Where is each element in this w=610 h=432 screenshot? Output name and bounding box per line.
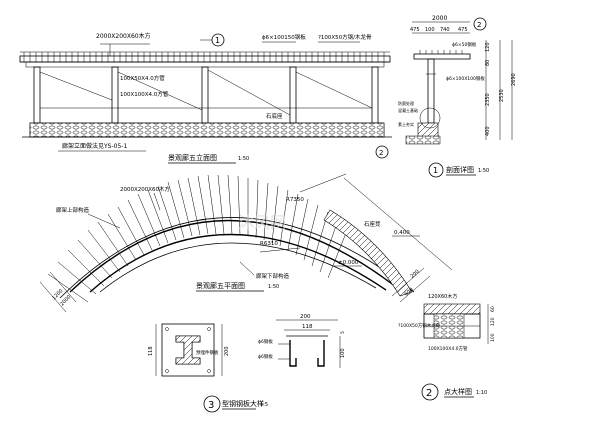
elevation-title: 景观廊五立面图 (168, 153, 217, 162)
plan-stone-label: 石座凳 (364, 220, 381, 228)
section-title: 剖面详图 (446, 165, 474, 174)
section-dim-v2: 80 (485, 60, 491, 66)
section-scale: 1:50 (478, 168, 489, 174)
section-dim-v3: 2350 (485, 93, 491, 106)
detailc-label-2: ϕ6钢板 (258, 353, 273, 360)
rafter-label-1: 100X50X4.0方管 (120, 74, 165, 82)
detail3-label: 预埋件钢板 (196, 349, 219, 356)
section-dim-part-3: 740 (440, 27, 450, 33)
detail3-dim-w: 118 (148, 346, 154, 356)
section-label-base-2: 混凝土基础 (398, 107, 418, 113)
section-top-callout: 2 (477, 21, 481, 29)
detailc-label-1: ϕ6钢板 (258, 338, 273, 345)
plan-elev-1: 0.400 (394, 230, 410, 236)
plan-dim-3: 600 (403, 287, 414, 298)
rafter-ticks (23, 52, 385, 62)
detail2-label-2: 100X100X4.0方管 (428, 345, 468, 352)
section-dim-part-1: 475 (410, 27, 420, 33)
base-note: 廊架立面做法见YS-05-1 (62, 142, 127, 150)
section-label-base-1: 防腐处理 (398, 100, 414, 106)
plan-rafters (47, 174, 349, 303)
detail3-title: 型钢钢板大样 (222, 399, 264, 408)
elevation-scale: 1:50 (238, 156, 249, 162)
detail-2: 120X60木方 60 120 100 ?100X50方钢木龙骨 100X100… (398, 293, 496, 401)
plan-scale: 1:50 (268, 284, 279, 290)
watermark: 沐风网 (238, 213, 286, 232)
plan-radius-inner: R6310 (260, 241, 278, 247)
section-label-base-3: 素土夯实 (398, 121, 414, 127)
plan-label-bottom: 廊架下部构造 (256, 272, 290, 280)
detail2-dim-v1: 60 (490, 306, 496, 312)
section-view: 2000 475 100 740 475 2 120 80 2350 2530 … (375, 15, 517, 178)
section-dim-part-4: 475 (458, 27, 468, 33)
detail2-label-1: ?100X50方钢木龙骨 (398, 322, 441, 329)
section-label-pipe: ϕ6×50钢板 (452, 41, 477, 48)
section-dim-v1: 120 (485, 42, 491, 52)
detail2-num: 2 (426, 388, 432, 399)
detailc-dim-small: 5 (340, 331, 346, 334)
section-dim-total: 2000 (432, 15, 447, 22)
plan-title: 景观廊五平面图 (196, 281, 245, 290)
mid-label: ϕ6×100150钢板 (262, 33, 306, 41)
detailc-dim-top: 200 (300, 314, 311, 320)
section-label-plate: ϕ6×100X100钢板 (446, 75, 485, 82)
section-bottom-callout: 2 (379, 149, 383, 157)
stone-label: 石底座 (266, 112, 283, 120)
plan-elev-2: ±0.000 (338, 260, 359, 266)
detail3-scale: 1:5 (260, 402, 268, 408)
detail2-title: 点大样图 (444, 387, 472, 396)
columns (33, 66, 379, 124)
top-beam-label: 2000X200X60木方 (96, 32, 151, 40)
top-beam (19, 55, 391, 63)
detail3-num: 3 (208, 400, 214, 411)
plan-label-beam: 2000X200X60木方 (120, 185, 171, 193)
section-dim-v4: 2530 (499, 89, 505, 102)
section-callout-num: 1 (433, 166, 438, 175)
detailc-dim-side: 100 (340, 348, 346, 358)
section-dim-v5: 2690 (511, 73, 517, 86)
detail3-dim-h: 200 (224, 346, 230, 356)
detail2-scale: 1:10 (476, 390, 487, 396)
plan-dim-4: 200 (409, 269, 420, 280)
detail2-dim-v2: 120 (490, 317, 496, 326)
rafter-label-2: 100X100X4.0方管 (120, 90, 169, 98)
section-dim-v6: 400 (485, 126, 491, 136)
section-dim-part-2: 100 (425, 27, 435, 33)
detail-3: 118 200 预埋件钢板 3 型钢钢板大样 1:5 (148, 323, 268, 413)
elevation-callout-num: 1 (215, 36, 220, 45)
detail2-dim-top: 120X60木方 (428, 293, 457, 300)
right-label: ?100X50方钢/木龙骨 (318, 33, 372, 41)
elevation-view: 1 2000X200X60木方 ϕ6×100150钢板 ?100X50方钢/木龙… (19, 32, 392, 164)
detailc-dim-inner: 118 (302, 324, 313, 330)
plan-label-top: 廊架上部构造 (56, 206, 90, 214)
detail-channel: 200 118 100 5 ϕ6钢板 ϕ6钢板 (258, 314, 346, 368)
plan-radius-outer: R7350 (286, 197, 304, 203)
plan-view: R7350 R6310 石座凳 0.400 ±0.000 廊架上部构造 2000… (39, 173, 453, 313)
detail2-dim-v3: 100 (490, 333, 496, 342)
plan-dim-2: 2000 (59, 294, 72, 307)
